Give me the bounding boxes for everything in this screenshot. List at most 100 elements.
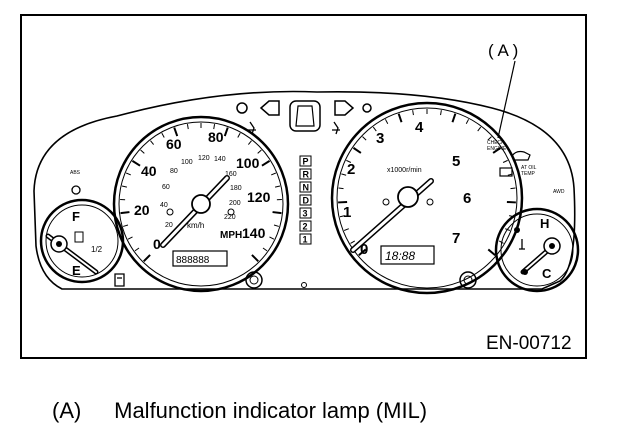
tach-label-2: 2: [347, 161, 355, 178]
tach-screw-left-icon: [382, 198, 390, 206]
instrument-cluster-figure: ( A ) 0 20 40 60 80 100 120 140 20 40 60…: [20, 14, 587, 359]
check-engine-label-line1: CHECK: [487, 140, 505, 146]
kmh-unit-label: km/h: [187, 221, 204, 230]
kmh-label-220: 220: [224, 214, 236, 221]
clock-display: [380, 245, 435, 265]
tach-label-5: 5: [452, 153, 460, 170]
fuel-pump-icon: [74, 231, 84, 243]
speedometer-tick: [123, 224, 129, 227]
tachometer-hub: [397, 186, 419, 208]
oil-pressure-icon: [511, 150, 531, 161]
tachometer-tick: [338, 187, 344, 190]
tachometer-tick: [510, 187, 516, 190]
tach-label-0: 0: [360, 241, 368, 258]
fuel-gauge: F 1/2 E: [39, 198, 125, 284]
mph-label-60: 60: [166, 136, 182, 152]
speedometer-tick: [269, 236, 275, 240]
tachometer: 0 1 2 3 4 5 6 7 x1000r/min 18:88: [330, 101, 524, 295]
caption: (A) Malfunction indicator lamp (MIL): [52, 398, 427, 424]
figure-code: EN-00712: [486, 333, 572, 354]
check-engine-label-line2: ENGINE: [487, 146, 507, 152]
tachometer-bezel: [330, 101, 524, 295]
speedometer-tick: [213, 124, 216, 130]
fuel-empty-label: E: [72, 263, 81, 278]
high-beam-icon: [362, 103, 372, 113]
tachometer-tick: [339, 215, 345, 218]
speedometer-tick: [131, 160, 141, 167]
tachometer-tick-marks: [338, 109, 516, 256]
clock-value: 18:88: [385, 249, 415, 263]
mph-label-20: 20: [134, 202, 150, 218]
kmh-label-60: 60: [162, 184, 170, 191]
center-dot-icon: [301, 282, 307, 288]
kmh-label-40: 40: [160, 202, 168, 209]
speedometer-tick: [237, 132, 241, 138]
gear-box-1: [299, 233, 312, 245]
odometer-value: 888888: [176, 255, 210, 266]
warning-lamps-right: CHECK ENGINE AT OIL TEMP AWD: [487, 140, 565, 195]
mph-label-140: 140: [242, 225, 266, 241]
kmh-label-200: 200: [229, 200, 241, 207]
speedometer-hub: [191, 194, 211, 214]
gear-box-n: [299, 181, 312, 193]
gear-box-2: [299, 220, 312, 232]
speedometer-tick: [127, 236, 133, 240]
gear-label-1: 1: [303, 235, 308, 245]
clock-adjust-knob: [459, 271, 477, 289]
clock-adjust-knob-inner: [463, 275, 473, 285]
instrument-cluster-drawing: ( A ) 0 20 40 60 80 100 120 140 20 40 60…: [33, 41, 580, 354]
fuel-hub-center: [56, 241, 62, 247]
tachometer-tick: [412, 110, 414, 116]
tachometer-tick: [440, 110, 442, 116]
tach-unit-label: x1000r/min: [387, 167, 422, 174]
tachometer-tick: [362, 136, 367, 141]
speedometer-bezel: [112, 115, 290, 293]
trip-reset-knob-inner: [249, 275, 259, 285]
tachometer-tick: [341, 173, 347, 176]
speedometer-tick: [251, 254, 259, 262]
mph-unit-label: MPH: [220, 230, 242, 241]
tachometer-tick: [343, 228, 349, 231]
tachometer-tick: [352, 147, 362, 154]
temperature-gauge-face: [500, 213, 574, 287]
speedometer-tick: [140, 149, 145, 154]
temp-cold-label: C: [542, 266, 552, 281]
kmh-label-100: 100: [181, 159, 193, 166]
speedometer-tick: [150, 140, 155, 145]
callout-leader-line: [497, 60, 516, 139]
speedometer-tick: [186, 124, 189, 130]
speedometer-tick: [134, 247, 140, 252]
tach-label-3: 3: [376, 130, 384, 147]
gear-box-d: [299, 194, 312, 206]
speedometer-tick: [121, 185, 128, 188]
battery-charge-icon: [499, 167, 513, 177]
awd-label: AWD: [553, 189, 565, 195]
speedometer-tick: [247, 140, 252, 145]
speedometer-tick: [261, 160, 271, 167]
trip-reset-knob: [245, 271, 263, 289]
speedo-screw-left-icon: [166, 208, 174, 216]
temperature-gauge-bezel: [494, 207, 580, 293]
fuel-gauge-face: [45, 204, 119, 278]
speedometer-tick: [274, 185, 281, 188]
tachometer-tick: [465, 119, 470, 124]
speedometer-tick: [262, 247, 268, 252]
seatbelt-left-icon: [248, 121, 256, 135]
gear-box-r: [299, 168, 312, 180]
speedo-screw-right-icon: [227, 208, 235, 216]
door-ajar-car-shape: [295, 105, 315, 127]
temp-cold-mark: [522, 269, 528, 275]
warning-lamps-left: ABS: [70, 170, 125, 287]
fuel-half-label: 1/2: [91, 245, 103, 254]
light-indicator-icon: [236, 102, 248, 114]
speedometer-face: [118, 121, 284, 287]
tachometer-tick: [487, 136, 492, 141]
gear-box-p: [299, 155, 312, 167]
temp-hot-mark: [514, 227, 520, 233]
speedometer-tick-marks: [120, 123, 282, 262]
top-indicator-lamps: [236, 100, 372, 135]
tachometer-tick: [487, 248, 496, 256]
tach-label-7: 7: [452, 230, 460, 247]
tach-screw-right-icon: [426, 198, 434, 206]
